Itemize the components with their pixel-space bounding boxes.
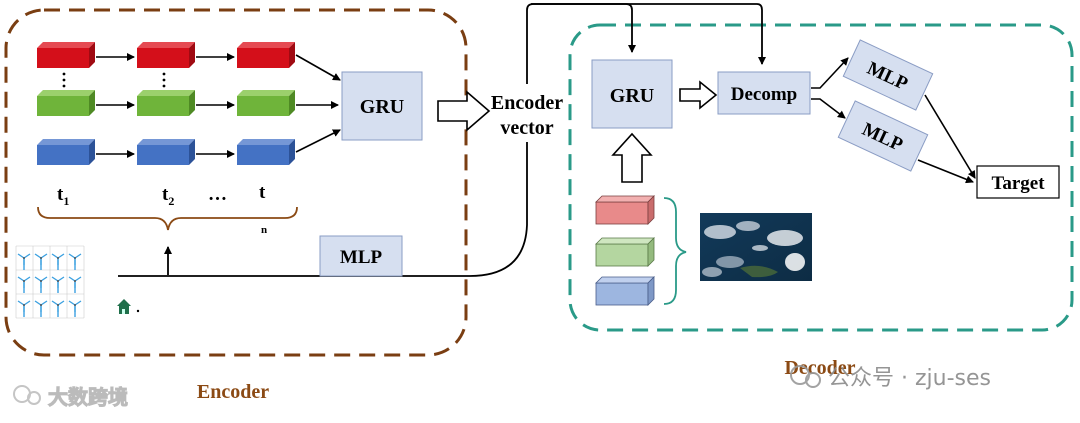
encoder-input-cubes (37, 42, 295, 165)
wind-turbine-icon (34, 276, 48, 293)
wind-farm-gridlines (15, 245, 85, 319)
house-icon (117, 299, 140, 314)
decoder-mlp-1: MLP (842, 39, 934, 111)
encoder-vector-to-decoder-lines (526, 3, 766, 84)
encoder-vector-to-gru-line (531, 3, 636, 53)
time-brace (37, 206, 298, 231)
wind-turbine-icon (51, 253, 65, 270)
cube-red-t2 (137, 42, 195, 68)
wind-turbine-icon (68, 253, 82, 270)
cube-blue-t2 (137, 139, 195, 165)
wind-turbine-icon (17, 300, 31, 317)
time-step-arrows (96, 53, 341, 158)
target-block (976, 165, 1060, 199)
encoder-label: Encoder (197, 381, 269, 403)
cube-blue-t1 (37, 139, 95, 165)
cube-blue-tn (237, 139, 295, 165)
wind-turbine-icon (17, 253, 31, 270)
wind-farm-grid (15, 245, 140, 319)
encoder-gru-label: GRU (360, 96, 404, 118)
time-labels: t1 t2 … t n (57, 182, 267, 236)
watermark-right: 公众号 · zju-ses (790, 365, 991, 391)
decoder-label: Decoder (784, 357, 855, 379)
wind-turbine-icon (34, 253, 48, 270)
decoder-input-brace (663, 197, 687, 305)
decoder-region (568, 23, 1074, 332)
decoder-gru-label: GRU (610, 85, 654, 107)
cube-light-blue (595, 276, 655, 306)
watermark-right-text: 公众号 · zju-ses (828, 366, 991, 391)
hollow-arrow-decomp (679, 80, 718, 110)
decoder-input-cubes (595, 195, 655, 306)
cube-green-t2 (137, 90, 195, 116)
watermark-left: 大数跨境 (13, 385, 129, 410)
decomp-label: Decomp (731, 84, 797, 105)
encoder-gru-block (341, 71, 423, 141)
time-label-ellipsis: … (208, 184, 227, 205)
encoder-region (4, 8, 468, 357)
encoder-mlp-label: MLP (340, 247, 383, 268)
cube-light-red (595, 195, 655, 225)
decomp-to-mlp-arrows (811, 57, 849, 119)
time-label-n-subscript: n (261, 224, 267, 236)
decoder-gru-block (591, 59, 673, 129)
wind-turbine-icon (34, 300, 48, 317)
decoder-mlp-2: MLP (837, 100, 929, 172)
wind-turbine-icon (68, 300, 82, 317)
cube-green-tn (237, 90, 295, 116)
cube-red-t1 (37, 42, 95, 68)
wind-turbine-icon (68, 276, 82, 293)
time-label-1: t1 (57, 184, 69, 208)
time-label-2: t2 (162, 184, 174, 208)
satellite-image (700, 213, 812, 281)
hollow-arrow-up (611, 132, 653, 183)
wind-turbine-icon (51, 276, 65, 293)
wechat-icon (13, 385, 41, 405)
wind-turbine-icon (17, 253, 82, 317)
encoder-vector-line1: Encoder (491, 92, 563, 114)
encoder-vector-line2: vector (500, 117, 553, 139)
watermark-left-text: 大数跨境 (48, 385, 128, 409)
mlp-to-target-arrows (917, 94, 976, 184)
wind-turbine-icon (51, 300, 65, 317)
target-label: Target (991, 173, 1045, 194)
decomp-block (717, 71, 811, 115)
vertical-ellipsis (62, 72, 166, 88)
wind-to-encoder-vector-line (118, 142, 528, 277)
hollow-arrow-encoder (437, 90, 491, 132)
cube-red-tn (237, 42, 295, 68)
cube-green-t1 (37, 90, 95, 116)
time-label-n: t (259, 182, 266, 203)
wechat-icon (790, 365, 821, 388)
encoder-mlp-block (319, 235, 403, 277)
wind-turbine-icon (17, 276, 31, 293)
cube-light-green (595, 237, 655, 267)
